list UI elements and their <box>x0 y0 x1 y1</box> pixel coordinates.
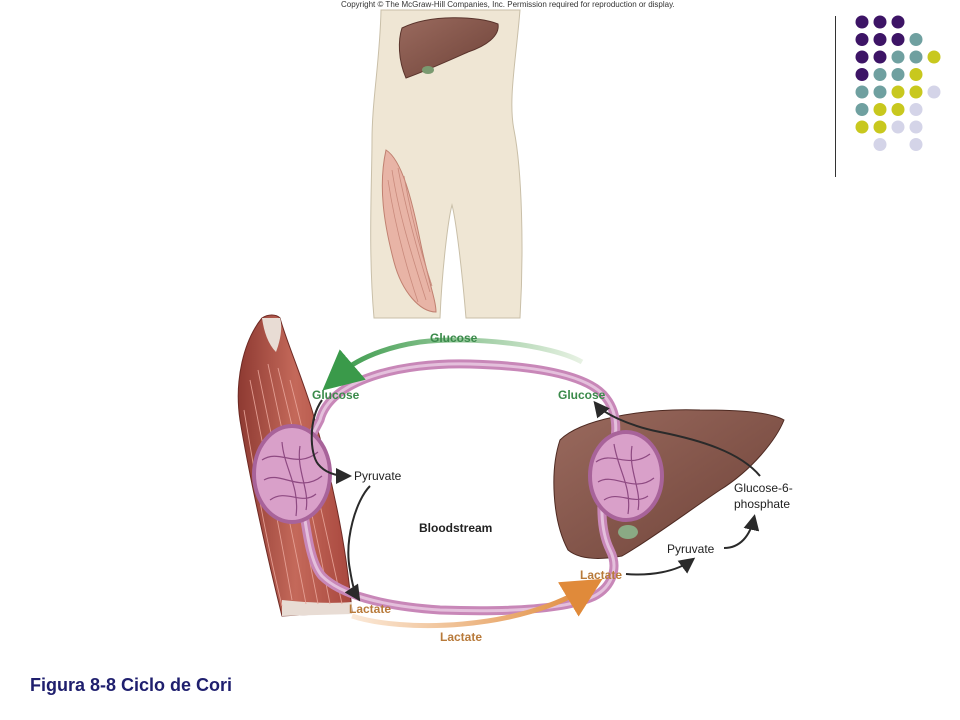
decorative-dot <box>891 33 905 46</box>
decorative-dot <box>927 50 941 64</box>
decorative-dot <box>855 33 869 46</box>
body-silhouette <box>370 9 523 319</box>
decorative-dot <box>873 50 887 64</box>
decorative-dot <box>909 85 923 99</box>
lactate-to-pyruvate-arrow <box>625 557 696 576</box>
decorative-dot <box>891 85 905 99</box>
decorative-dot <box>909 138 923 151</box>
bloodstream-vessel <box>252 359 664 616</box>
decorative-dot <box>855 50 869 64</box>
label-pyruvate-muscle: Pyruvate <box>354 469 402 483</box>
decorative-dot <box>909 120 923 134</box>
decorative-dot <box>909 50 923 64</box>
decorative-dot <box>873 68 887 81</box>
decorative-dot <box>855 85 869 99</box>
label-g6p-line1: Glucose-6- <box>734 481 793 495</box>
label-bloodstream: Bloodstream <box>419 521 492 535</box>
label-lactate-muscle: Lactate <box>349 602 391 616</box>
decorative-dot <box>891 15 905 29</box>
decorative-dot <box>909 68 923 81</box>
label-lactate-liver: Lactate <box>580 568 622 582</box>
decorative-dot <box>891 103 905 116</box>
label-glucose-liver: Glucose <box>558 388 606 402</box>
decorative-dot <box>891 120 905 134</box>
label-g6p-line2: phosphate <box>734 497 790 511</box>
label-glucose-muscle: Glucose <box>312 388 360 402</box>
decorative-dot <box>873 103 887 116</box>
decorative-dot <box>909 33 923 46</box>
decorative-dot <box>873 138 887 151</box>
g6p-to-glucose-arrow <box>593 400 761 477</box>
decorative-dot <box>855 15 869 29</box>
decorative-dot <box>873 15 887 29</box>
decorative-dot <box>891 68 905 81</box>
decorative-dot-grid <box>855 15 941 151</box>
decorative-dot <box>927 85 941 99</box>
decorative-dot <box>855 68 869 81</box>
label-pyruvate-liver: Pyruvate <box>667 542 715 556</box>
decorative-divider <box>835 16 836 177</box>
decorative-dot <box>873 120 887 134</box>
copyright-notice: Copyright © The McGraw-Hill Companies, I… <box>341 0 675 9</box>
figure-caption: Figura 8-8 Ciclo de Cori <box>30 675 233 695</box>
decorative-dot <box>909 103 923 116</box>
decorative-dot <box>891 50 905 64</box>
label-glucose-top: Glucose <box>430 331 478 345</box>
decorative-dot <box>855 103 869 116</box>
decorative-dot <box>855 120 869 134</box>
pyruvate-to-lactate-arrow <box>344 485 371 602</box>
label-lactate-bottom: Lactate <box>440 630 482 644</box>
glucose-arrowhead <box>322 349 366 391</box>
pyruvate-to-g6p-arrow <box>723 514 760 549</box>
lactate-arrowhead <box>557 578 603 617</box>
decorative-dot <box>873 85 887 99</box>
decorative-dot <box>873 33 887 46</box>
glucose-to-pyruvate-arrow <box>310 399 352 484</box>
